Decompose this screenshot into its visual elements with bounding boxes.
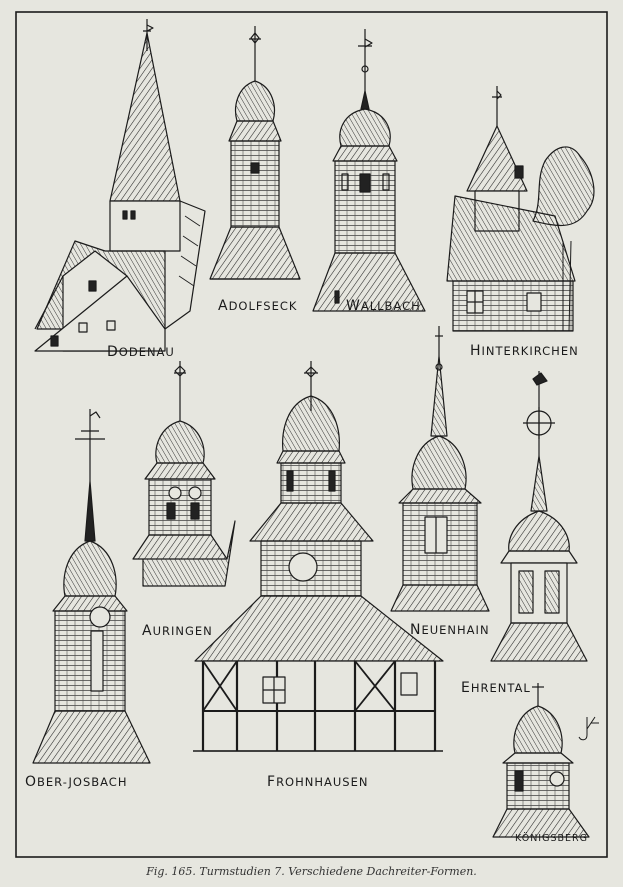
ehrental-tower-drawing [490,371,588,662]
label-adolfseck: Adolfseck [218,298,298,314]
adolfseck-tower-drawing [209,26,301,280]
label-wallbach: Wallbach [346,298,421,314]
label-ehrental: Ehrental [461,680,531,696]
frohnhausen-church-drawing [193,361,444,752]
wallbach-tower-drawing [312,29,426,312]
label-ober-josbach: Ober-Josbach [25,774,128,790]
label-dodenau: Dodenau [107,344,175,360]
tower-drawings [15,11,608,858]
auringen-tower-drawing [132,361,236,587]
label-hinterkirchen: Hinterkirchen [470,343,579,359]
hinterkirchen-church-drawing [446,86,595,332]
konigsberg-tower-drawing [492,683,590,838]
figure-caption: Fig. 165. Turmstudien 7. Verschiedene Da… [146,865,477,878]
illustration-plate: Dodenau Adolfseck Wallbach Hinterkirchen… [15,11,608,858]
artist-monogram [578,716,599,741]
label-frohnhausen: Frohnhausen [267,774,369,790]
plate-frame [15,11,608,858]
ober-josbach-tower-drawing [32,409,151,764]
label-konigsberg: Königsberg [515,833,588,844]
label-auringen: Auringen [142,623,213,639]
dodenau-church-drawing [34,19,206,352]
neuenhain-tower-drawing [390,326,490,612]
label-neuenhain: Neuenhain [410,622,490,638]
